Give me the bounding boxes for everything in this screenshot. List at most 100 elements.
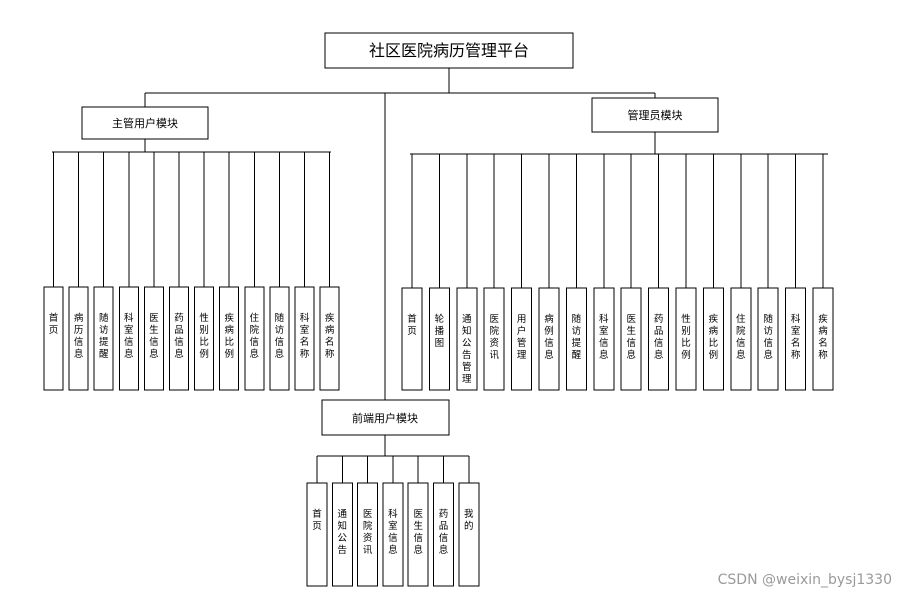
- leaf-box: [757, 287, 779, 391]
- leaf-node: 科室信息: [382, 482, 404, 587]
- leaf-label: 住院信息: [736, 313, 746, 361]
- leaf-box: [319, 286, 340, 391]
- leaf-box: [620, 287, 642, 391]
- leaf-box: [331, 482, 353, 587]
- leaf-node: 通知公告管理: [456, 287, 478, 391]
- root-title: 社区医院病历管理平台: [369, 41, 529, 60]
- leaf-label: 疾病名称: [818, 313, 828, 361]
- leaf-node: 首页: [306, 482, 328, 587]
- leaf-box: [294, 286, 315, 391]
- module-administrator-node: 管理员模块: [591, 97, 719, 133]
- leaf-node: 随访提醒: [93, 286, 114, 391]
- leaf-box: [675, 287, 697, 391]
- leaf-node: 医院资讯: [483, 287, 505, 391]
- leaf-nodes: 首页病历信息随访提醒科室信息医生信息药品信息性别比例疾病比例住院信息随访信息科室…: [43, 286, 834, 587]
- leaf-label: 用户管理: [517, 314, 527, 361]
- leaf-label: 科室信息: [388, 508, 398, 556]
- leaf-label: 随访信息: [763, 313, 773, 361]
- leaf-label: 医院资讯: [489, 314, 499, 361]
- leaf-label: 随访提醒: [572, 313, 582, 361]
- leaf-node: 医生信息: [143, 286, 164, 391]
- leaf-box: [401, 287, 423, 391]
- leaf-box: [194, 286, 215, 391]
- leaf-box: [244, 286, 265, 391]
- leaf-label: 首页: [49, 312, 59, 336]
- leaf-box: [648, 287, 670, 391]
- leaf-node: 科室信息: [593, 287, 615, 391]
- leaf-label: 科室名称: [791, 313, 801, 361]
- leaf-label: 疾病名称: [325, 312, 335, 360]
- leaf-box: [593, 287, 615, 391]
- leaf-label: 科室信息: [124, 312, 134, 360]
- connector-lines: [52, 68, 828, 483]
- leaf-label: 医生信息: [149, 313, 159, 360]
- leaf-label: 医生信息: [626, 314, 636, 361]
- leaf-label: 药品信息: [174, 313, 184, 360]
- leaf-box: [68, 286, 89, 391]
- leaf-box: [730, 287, 752, 391]
- leaf-box: [407, 482, 429, 587]
- leaf-node: 科室名称: [785, 287, 807, 391]
- leaf-box: [812, 287, 834, 391]
- leaf-box: [433, 482, 454, 587]
- module-admin-user-node: 主管用户模块: [81, 106, 209, 140]
- leaf-box: [702, 287, 724, 391]
- leaf-node: 药品信息: [648, 287, 670, 391]
- leaf-label: 病例信息: [544, 313, 554, 361]
- leaf-label: 我的: [464, 509, 474, 532]
- leaf-label: 药品信息: [654, 314, 664, 361]
- leaf-label: 住院信息: [250, 312, 260, 360]
- leaf-node: 随访信息: [757, 287, 779, 391]
- leaf-node: 药品信息: [433, 482, 454, 587]
- leaf-box: [456, 287, 478, 391]
- leaf-box: [306, 482, 328, 587]
- leaf-node: 通知公告: [331, 482, 353, 587]
- leaf-label: 科室信息: [599, 313, 609, 361]
- module-title: 管理员模块: [628, 108, 683, 122]
- leaf-node: 药品信息: [169, 286, 189, 391]
- leaf-box: [118, 286, 139, 391]
- leaf-node: 随访提醒: [565, 287, 587, 391]
- leaf-box: [483, 287, 505, 391]
- leaf-box: [169, 286, 189, 391]
- leaf-label: 医生信息: [413, 509, 423, 556]
- leaf-label: 通知公告: [338, 509, 348, 556]
- leaf-node: 性别比例: [194, 286, 215, 391]
- watermark: CSDN @weixin_bysj1330: [717, 572, 892, 588]
- leaf-label: 性别比例: [681, 313, 691, 361]
- leaf-box: [43, 286, 64, 391]
- root-node: 社区医院病历管理平台: [324, 32, 574, 69]
- leaf-node: 科室信息: [118, 286, 139, 391]
- leaf-node: 随访信息: [269, 286, 290, 391]
- leaf-node: 住院信息: [244, 286, 265, 391]
- leaf-node: 疾病名称: [812, 287, 834, 391]
- leaf-node: 病例信息: [538, 287, 560, 391]
- leaf-node: 医生信息: [620, 287, 642, 391]
- leaf-label: 药品信息: [439, 509, 449, 556]
- leaf-node: 轮播图: [428, 287, 450, 391]
- module-title: 前端用户模块: [352, 411, 418, 425]
- leaf-node: 性别比例: [675, 287, 697, 391]
- leaf-label: 首页: [407, 313, 417, 337]
- leaf-label: 医院资讯: [363, 509, 373, 556]
- leaf-node: 疾病比例: [702, 287, 724, 391]
- leaf-box: [428, 287, 450, 391]
- leaf-node: 医院资讯: [357, 482, 379, 587]
- leaf-label: 病历信息: [74, 312, 84, 360]
- leaf-box: [538, 287, 560, 391]
- leaf-node: 疾病名称: [319, 286, 340, 391]
- leaf-label: 性别比例: [199, 312, 209, 360]
- leaf-node: 住院信息: [730, 287, 752, 391]
- leaf-label: 轮播图: [435, 313, 445, 349]
- leaf-box: [382, 482, 404, 587]
- leaf-box: [565, 287, 587, 391]
- module-title: 主管用户模块: [112, 116, 178, 130]
- leaf-node: 病历信息: [68, 286, 89, 391]
- leaf-node: 科室名称: [294, 286, 315, 391]
- leaf-label: 首页: [312, 508, 322, 532]
- leaf-node: 疾病比例: [219, 286, 240, 391]
- leaf-label: 科室名称: [300, 312, 310, 360]
- leaf-node: 首页: [401, 287, 423, 391]
- leaf-node: 我的: [458, 482, 480, 587]
